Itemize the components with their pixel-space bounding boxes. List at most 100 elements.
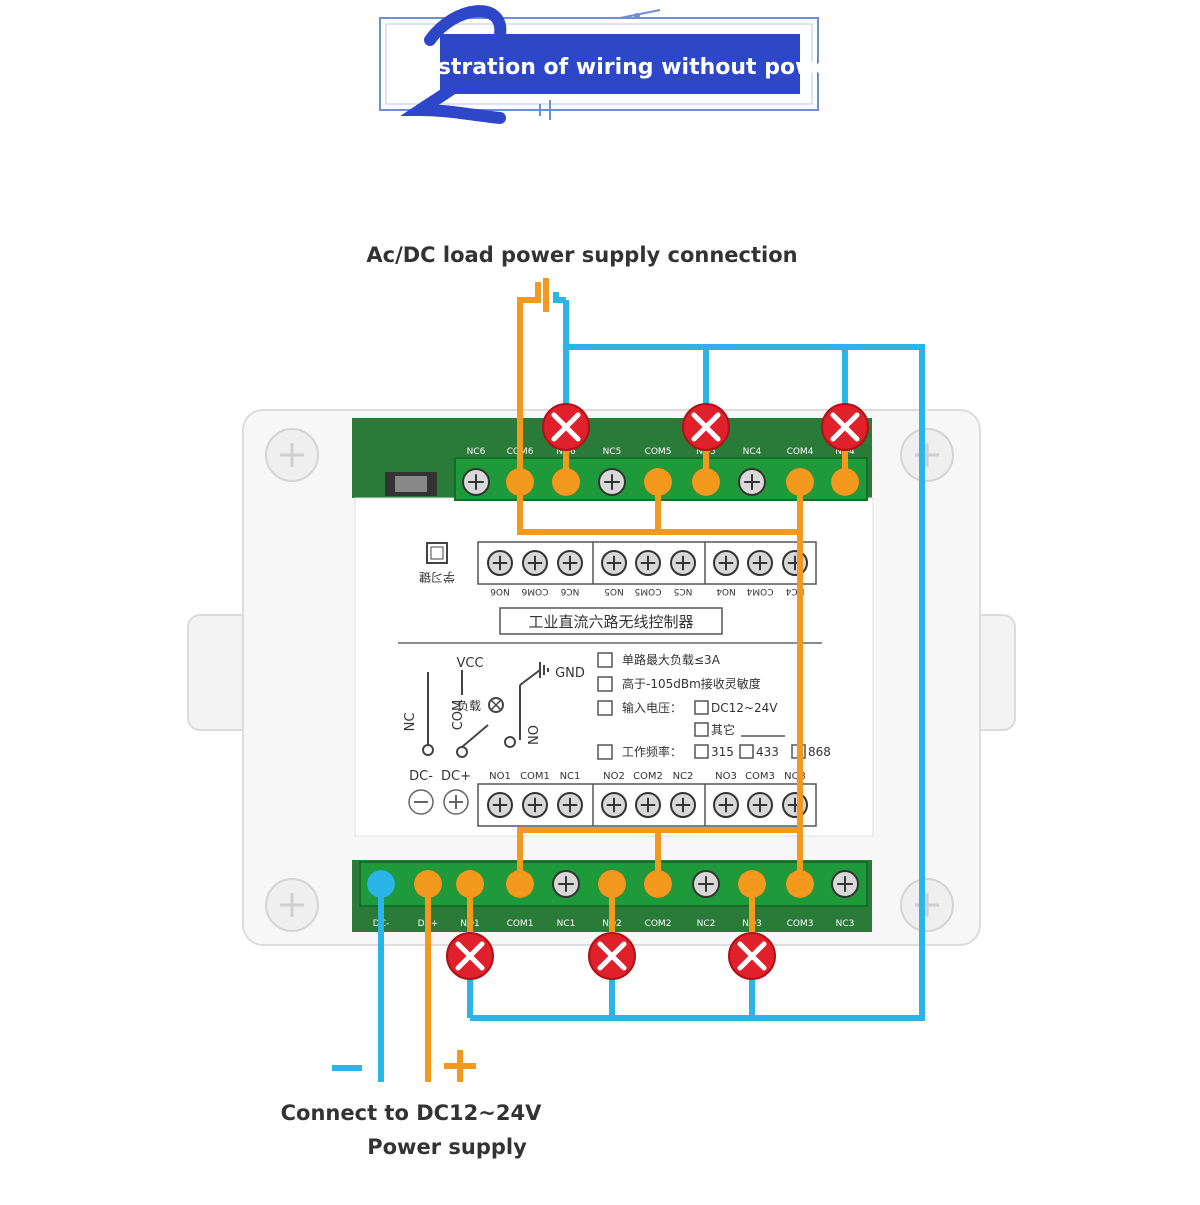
bottom-inner-label: COM2 xyxy=(633,771,663,782)
top-terminal-label: NC5 xyxy=(603,447,622,457)
schem-no: NO xyxy=(527,725,542,745)
top-inner-label: NC6 xyxy=(560,586,579,596)
power-supply-label-line1: Connect to DC12~24V xyxy=(281,1101,542,1125)
blue-load-return-wire xyxy=(470,300,925,1021)
top-inner-screw xyxy=(747,550,773,576)
load-lamp-icon xyxy=(821,403,869,451)
spec-text: 高于-105dBm接收灵敏度 xyxy=(622,676,761,691)
top-terminal-screw xyxy=(738,468,766,496)
load-supply-label: Ac/DC load power supply connection xyxy=(366,243,797,267)
relay-schematic: NC VCC COM 负载 NO GND xyxy=(403,656,585,758)
load-lamp-cross xyxy=(830,412,860,442)
schem-gnd: GND xyxy=(555,666,585,681)
spec-checkbox xyxy=(597,652,613,668)
spec-checkbox xyxy=(597,744,613,760)
top-terminal-label: COM4 xyxy=(787,447,814,457)
banner-title: Illustration of wiring without power xyxy=(399,55,842,80)
bottom-inner-screws xyxy=(487,792,808,818)
schem-nc: NC xyxy=(403,713,418,732)
blue-supply-terminal xyxy=(553,292,566,303)
bottom-inner-screw xyxy=(601,792,627,818)
load-lamp-cross xyxy=(597,941,627,971)
blue-terminal-dot xyxy=(367,870,395,898)
spec-option-checkbox xyxy=(694,744,709,759)
spec-text: 输入电压： xyxy=(622,700,682,715)
orange-terminal-dot xyxy=(831,468,859,496)
dc-plus-label: DC+ xyxy=(441,769,471,784)
bottom-terminal-label: NC1 xyxy=(557,919,576,929)
spec-option-text: 868 xyxy=(808,745,831,759)
orange-terminal-dot xyxy=(692,468,720,496)
banner-inner-frame xyxy=(385,23,813,105)
bottom-terminal-screw xyxy=(692,870,720,898)
dc-minus-label: DC- xyxy=(409,769,433,784)
wire-dots xyxy=(367,468,859,898)
product-name-box xyxy=(499,607,723,635)
top-inner-screw xyxy=(522,550,548,576)
top-inner-label: NC4 xyxy=(785,586,804,596)
top-terminal-label: NC6 xyxy=(467,447,486,457)
bottom-inner-label: NO1 xyxy=(489,771,511,782)
top-terminal-screw xyxy=(462,468,490,496)
orange-supply-wire xyxy=(517,282,800,535)
bottom-terminal-label: NC2 xyxy=(697,919,716,929)
bottom-inner-label: COM1 xyxy=(520,771,550,782)
bottom-inner-label: NC1 xyxy=(560,771,581,782)
top-inner-screw xyxy=(713,550,739,576)
gnd-icon xyxy=(539,662,549,678)
top-terminal-label: NC4 xyxy=(743,447,762,457)
orange-terminal-dot xyxy=(506,468,534,496)
corner-screws xyxy=(265,428,954,932)
nc-contact xyxy=(422,744,434,756)
bottom-inner-screw xyxy=(487,792,513,818)
bottom-terminal-label: COM1 xyxy=(507,919,534,929)
spec-option-text: 其它 xyxy=(711,722,735,737)
spec-option-text: DC12~24V xyxy=(711,701,778,715)
load-lamp-icon xyxy=(446,932,494,980)
product-name: 工业直流六路无线控制器 xyxy=(528,613,693,631)
banner-number-shape xyxy=(400,5,507,124)
no-contact xyxy=(504,736,516,748)
top-inner-screw xyxy=(782,550,808,576)
bottom-inner-label: NO3 xyxy=(784,771,806,782)
learn-key-inner xyxy=(430,546,444,560)
spec-option-text: 433 xyxy=(756,745,779,759)
banner-outer-frame xyxy=(379,17,819,111)
orange-terminal-dot xyxy=(738,870,766,898)
top-inner-label: COM4 xyxy=(746,586,773,596)
bottom-terminal-label: NC3 xyxy=(836,919,855,929)
learn-key-icon xyxy=(426,542,448,564)
top-terminal-screw xyxy=(598,468,626,496)
load-lamp-cross xyxy=(691,412,721,442)
schem-vcc: VCC xyxy=(456,656,483,671)
bottom-inner-label: NC2 xyxy=(673,771,694,782)
spec-checkbox xyxy=(597,700,613,716)
bottom-inner-screw xyxy=(713,792,739,818)
power-supply-label-line2: Power supply xyxy=(367,1135,527,1159)
spec-text: 单路最大负载≤3A xyxy=(622,652,721,667)
spec-text: 工作频率： xyxy=(622,744,682,759)
load-lamp-cross xyxy=(455,941,485,971)
top-inner-screw xyxy=(487,550,513,576)
top-terminal-label: COM5 xyxy=(645,447,672,457)
orange-terminal-dot xyxy=(552,468,580,496)
bottom-inner-screw xyxy=(670,792,696,818)
bottom-inner-screw xyxy=(747,792,773,818)
top-inner-screw xyxy=(670,550,696,576)
top-terminal-labels: NC6COM6NO6NC5COM5NO5NC4COM4NO4 xyxy=(467,447,855,457)
bottom-terminal-label: COM2 xyxy=(645,919,672,929)
load-lamp-icon xyxy=(588,932,636,980)
wires xyxy=(378,278,925,1082)
orange-com1-wire xyxy=(517,827,800,884)
bottom-terminal-screw xyxy=(552,870,580,898)
orange-terminal-dot xyxy=(414,870,442,898)
top-inner-label: NC5 xyxy=(674,586,693,596)
bottom-inner-label: NO3 xyxy=(715,771,737,782)
spec-option-checkbox xyxy=(694,722,709,737)
top-inner-label: NO5 xyxy=(604,586,624,596)
schem-com: COM xyxy=(451,700,466,731)
orange-terminal-dot xyxy=(644,870,672,898)
